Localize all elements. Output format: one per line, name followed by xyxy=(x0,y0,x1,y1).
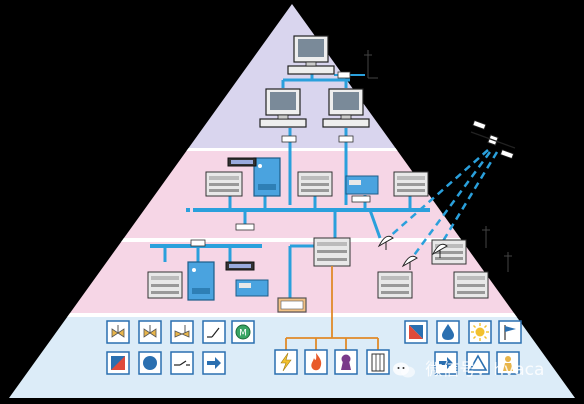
wireless-link xyxy=(387,149,489,239)
slash-sensor-icon xyxy=(404,320,428,344)
flag-icon xyxy=(498,320,522,344)
plc-controller-icon xyxy=(313,237,351,267)
io-module-icon xyxy=(235,279,269,297)
plc-controller-icon xyxy=(147,271,183,299)
field-devices-center xyxy=(274,349,390,375)
person-icon xyxy=(496,351,520,375)
pump-icon xyxy=(138,351,162,375)
field-devices-right xyxy=(404,320,522,375)
wireless-link xyxy=(438,151,499,247)
control-panel-icon xyxy=(253,157,281,197)
fire-icon xyxy=(304,349,328,375)
field-bus xyxy=(150,239,318,300)
antenna-icon xyxy=(364,50,378,79)
keyhole-icon xyxy=(334,349,358,375)
switch-icon xyxy=(202,320,226,344)
workstation-computer-icon xyxy=(287,35,335,75)
satellite-icon xyxy=(470,120,516,160)
tier-divider xyxy=(9,313,575,317)
workstation-computer-icon xyxy=(322,88,370,128)
field-devices-left: M xyxy=(106,320,255,375)
water-drop-icon xyxy=(436,320,460,344)
plc-controller-icon xyxy=(297,171,333,197)
network-connector-icon xyxy=(281,135,297,143)
plc-controller-icon xyxy=(393,171,429,197)
network-connector-icon xyxy=(351,195,371,203)
wechat-logo-icon xyxy=(393,362,415,378)
dish-antenna-icon xyxy=(401,255,418,270)
tier-divider xyxy=(9,148,575,151)
dish-antenna-icon xyxy=(377,235,394,250)
watermark-text: 微信号：hvaca xyxy=(425,360,545,380)
damper-valve-icon xyxy=(170,320,194,344)
wireless-link xyxy=(410,151,492,259)
tier-divider xyxy=(9,238,575,242)
triangle-warning-icon xyxy=(466,351,490,375)
network-connector-icon xyxy=(338,135,354,143)
display-unit-icon xyxy=(227,157,257,167)
plc-controller-icon xyxy=(431,239,467,265)
control-panel-icon xyxy=(187,261,215,301)
workstation-computer-icon xyxy=(259,88,307,128)
device-wiring xyxy=(285,266,379,350)
arrow-right-icon xyxy=(434,351,458,375)
lightning-icon xyxy=(274,349,298,375)
damper-icon xyxy=(106,351,130,375)
io-module-icon xyxy=(345,175,379,195)
sun-icon xyxy=(468,320,492,344)
network-connector-icon xyxy=(337,71,351,79)
valve-icon xyxy=(106,320,130,344)
valve-icon xyxy=(138,320,162,344)
svg-text:M: M xyxy=(239,329,247,339)
motor-icon: M xyxy=(231,320,255,344)
tier-control xyxy=(9,150,575,240)
dish-antenna-icon xyxy=(431,243,448,258)
arrow-right-icon xyxy=(202,351,226,375)
antenna-icon xyxy=(482,226,512,272)
network-connector-icon xyxy=(190,239,206,247)
display-unit-icon xyxy=(225,261,255,271)
gateway-box-icon xyxy=(277,297,307,313)
watermark: 微信号：hvaca xyxy=(392,355,572,383)
contact-icon xyxy=(170,351,194,375)
plc-controller-icon xyxy=(377,271,413,299)
door-icon xyxy=(366,349,390,375)
plc-controller-icon xyxy=(453,271,489,299)
plc-controller-icon xyxy=(205,171,243,197)
wireless-links xyxy=(387,149,499,259)
network-connector-icon xyxy=(235,223,255,231)
